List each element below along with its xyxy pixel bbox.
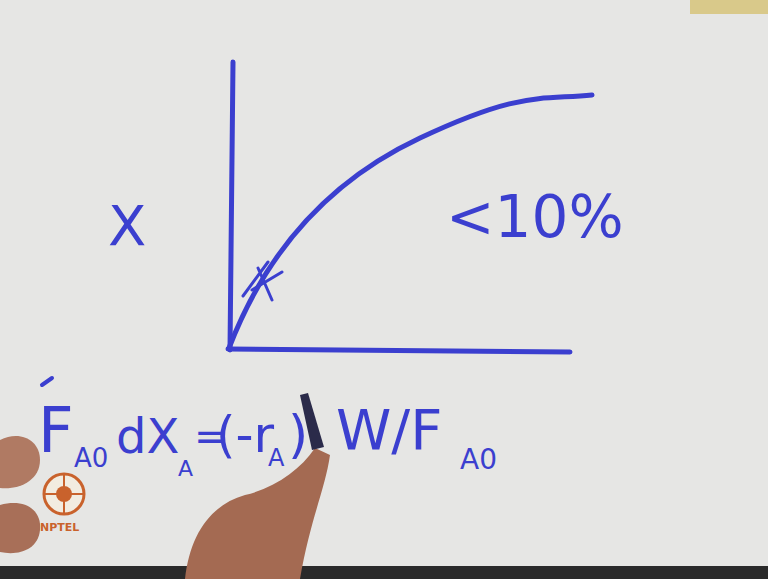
finger — [0, 436, 40, 488]
hand-holding-pen — [185, 448, 330, 579]
equation-symbol: W/F — [336, 402, 442, 458]
axis-label: X — [108, 198, 146, 254]
logo-text: NPTEL — [40, 522, 79, 533]
y-axis — [230, 62, 233, 350]
equation-symbol: ) — [288, 408, 308, 460]
equation-symbol: F — [38, 400, 74, 462]
subscript: A — [178, 458, 193, 480]
paper-tab — [690, 0, 768, 14]
ink-mark — [42, 378, 52, 385]
annotation: <10% — [446, 188, 624, 246]
scribble-mark — [243, 262, 282, 300]
nptel-logo — [44, 474, 84, 514]
x-axis — [228, 349, 570, 352]
desk-edge — [0, 566, 768, 579]
subscript: A0 — [74, 445, 108, 471]
finger — [0, 503, 40, 553]
subscript: A0 — [460, 446, 497, 474]
subscript: A — [268, 446, 284, 470]
equation-symbol: (-r — [216, 410, 274, 460]
hand — [0, 393, 330, 579]
equation-symbol: dX — [116, 412, 179, 460]
